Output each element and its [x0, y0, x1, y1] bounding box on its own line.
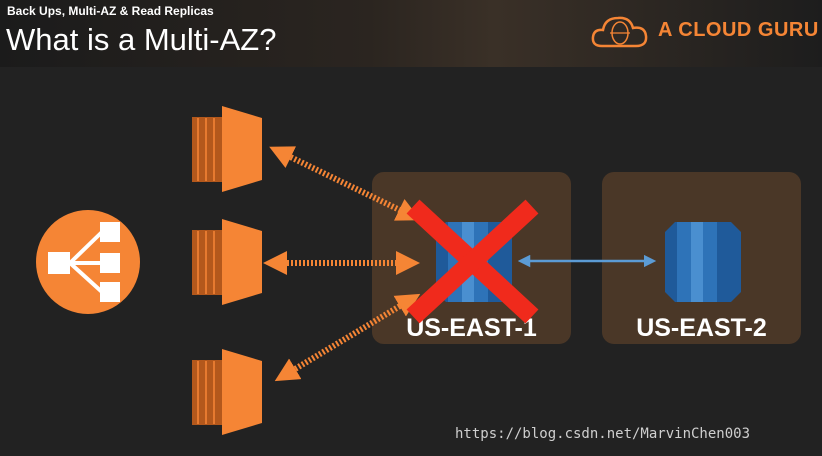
- connection-arrow: [269, 146, 421, 221]
- rds-database-icon: [665, 222, 741, 302]
- brand-name: A CLOUD GURU: [658, 19, 819, 41]
- page-title: What is a Multi-AZ?: [6, 22, 277, 57]
- brand-logo: A CLOUD GURU: [590, 12, 822, 52]
- zone-label: US-EAST-1: [406, 314, 537, 342]
- ec2-instance-icon: [192, 349, 262, 435]
- ec2-instance-icon: [192, 106, 262, 192]
- ec2-instance-icon: [192, 219, 262, 305]
- cloud-icon: [591, 16, 648, 48]
- section-subtitle: Back Ups, Multi-AZ & Read Replicas: [7, 4, 214, 18]
- zone-label: US-EAST-2: [636, 314, 767, 342]
- failure-cross-icon: [406, 199, 539, 324]
- watermark: https://blog.csdn.net/MarvinChen003: [455, 426, 751, 442]
- header-bar: Back Ups, Multi-AZ & Read Replicas What …: [0, 0, 822, 67]
- load-balancer-icon: [36, 210, 140, 314]
- connection-arrow: [274, 293, 421, 382]
